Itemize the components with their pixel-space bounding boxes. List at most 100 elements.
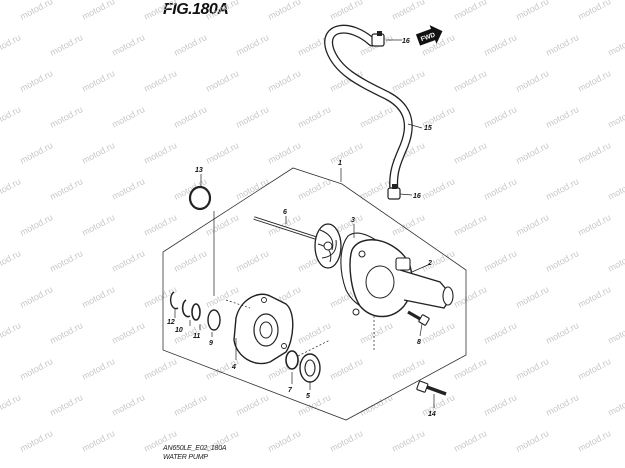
watermark-text: motod.ru — [296, 104, 332, 130]
watermark-text: motod.ru — [18, 68, 54, 94]
watermark-text: motod.ru — [142, 212, 178, 238]
watermark-text: motod.ru — [514, 284, 550, 310]
watermark-text: motod.ru — [172, 104, 208, 130]
watermark-text: motod.ru — [80, 0, 116, 22]
watermark-text: motod.ru — [234, 392, 270, 418]
watermark-text: motod.ru — [0, 392, 22, 418]
watermark-text: motod.ru — [576, 356, 612, 382]
watermark-text: motod.ru — [110, 104, 146, 130]
watermark-text: motod.ru — [482, 320, 518, 346]
watermark-text: motod.ru — [80, 140, 116, 166]
watermark-text: motod.ru — [110, 320, 146, 346]
watermark-text: motod.ru — [452, 68, 488, 94]
bolt-14 — [416, 380, 447, 396]
callout-14: 14 — [428, 411, 436, 418]
watermark-text: motod.ru — [606, 176, 625, 202]
watermark-text: motod.ru — [48, 392, 84, 418]
watermark-text: motod.ru — [48, 248, 84, 274]
watermark-text: motod.ru — [204, 212, 240, 238]
watermark-text: motod.ru — [18, 140, 54, 166]
callout-13: 13 — [195, 167, 203, 174]
callout-8: 8 — [417, 339, 421, 346]
watermark-text: motod.ru — [142, 356, 178, 382]
watermark-text: motod.ru — [544, 176, 580, 202]
callout-5: 5 — [306, 393, 310, 400]
watermark-text: motod.ru — [452, 356, 488, 382]
pump-case — [349, 239, 454, 318]
watermark-text: motod.ru — [266, 0, 302, 22]
callout-1: 1 — [338, 160, 342, 167]
watermark-text: motod.ru — [328, 0, 364, 22]
hose-clamp-upper — [371, 31, 385, 47]
watermark-text: motod.ru — [142, 284, 178, 310]
watermark-text: motod.ru — [80, 428, 116, 454]
watermark-text: motod.ru — [18, 0, 54, 22]
watermark-text: motod.ru — [142, 140, 178, 166]
watermark-text: motod.ru — [482, 248, 518, 274]
watermark-text: motod.ru — [48, 104, 84, 130]
watermark-text: motod.ru — [390, 428, 426, 454]
watermark-text: motod.ru — [576, 428, 612, 454]
watermark-text: motod.ru — [0, 176, 22, 202]
impeller-shaft — [253, 216, 323, 242]
watermark-text: motod.ru — [234, 248, 270, 274]
callout-6: 6 — [283, 209, 287, 216]
watermark-text: motod.ru — [48, 320, 84, 346]
watermark-text: motod.ru — [328, 140, 364, 166]
watermark-text: motod.ru — [576, 68, 612, 94]
watermark-text: motod.ru — [544, 320, 580, 346]
bolt-8 — [407, 310, 430, 326]
watermark-text: motod.ru — [576, 284, 612, 310]
watermark-text: motod.ru — [514, 140, 550, 166]
watermark-text: motod.ru — [358, 392, 394, 418]
watermark-text: motod.ru — [606, 392, 625, 418]
watermark-text: motod.ru — [514, 68, 550, 94]
callout-2: 2 — [427, 260, 432, 267]
watermark-text: motod.ru — [576, 212, 612, 238]
watermark-text: motod.ru — [0, 320, 22, 346]
watermark-text: motod.ru — [234, 32, 270, 58]
watermark-text: motod.ru — [514, 212, 550, 238]
watermark-text: motod.ru — [266, 428, 302, 454]
watermark-text: motod.ru — [514, 0, 550, 22]
circlip-10 — [181, 299, 191, 318]
watermark-text: motod.ru — [110, 392, 146, 418]
watermark-text: motod.ru — [420, 392, 456, 418]
watermark-text: motod.ru — [390, 356, 426, 382]
callout-10: 10 — [175, 327, 183, 334]
watermark-text: motod.ru — [606, 104, 625, 130]
callout-7: 7 — [288, 387, 293, 394]
watermark-text: motod.ru — [420, 248, 456, 274]
callout-12: 12 — [167, 319, 175, 326]
fwd-arrow-icon: FWD — [415, 25, 443, 46]
watermark-text: motod.ru — [18, 284, 54, 310]
watermark-text: motod.ru — [482, 392, 518, 418]
watermark-text: motod.ru — [204, 284, 240, 310]
washer-11 — [191, 303, 201, 321]
mechanical-seal-9 — [207, 309, 221, 331]
watermark-text: motod.ru — [48, 176, 84, 202]
watermark-text: motod.ru — [606, 320, 625, 346]
watermark-text: motod.ru — [452, 140, 488, 166]
leader-lines — [174, 39, 435, 408]
watermark-text: motod.ru — [328, 356, 364, 382]
watermark-text: motod.ru — [452, 212, 488, 238]
watermark-text: motod.ru — [514, 356, 550, 382]
callout-11: 11 — [193, 333, 200, 340]
watermark-text: motod.ru — [390, 0, 426, 22]
callout-3: 3 — [351, 217, 355, 224]
water-hose — [324, 24, 413, 195]
watermark-text: motod.ru — [0, 248, 22, 274]
pump-body — [233, 293, 294, 365]
watermark-text: motod.ru — [172, 32, 208, 58]
watermark-text: motod.ru — [358, 320, 394, 346]
watermark-text: motod.ru — [234, 176, 270, 202]
watermark-text: motod.ru — [482, 104, 518, 130]
watermark-text: motod.ru — [606, 32, 625, 58]
figure-title: FIG.180A — [163, 1, 229, 18]
watermark-text: motod.ru — [452, 428, 488, 454]
watermark-text: motod.ru — [48, 32, 84, 58]
circlip-12 — [169, 291, 179, 310]
watermark-text: motod.ru — [204, 0, 240, 22]
